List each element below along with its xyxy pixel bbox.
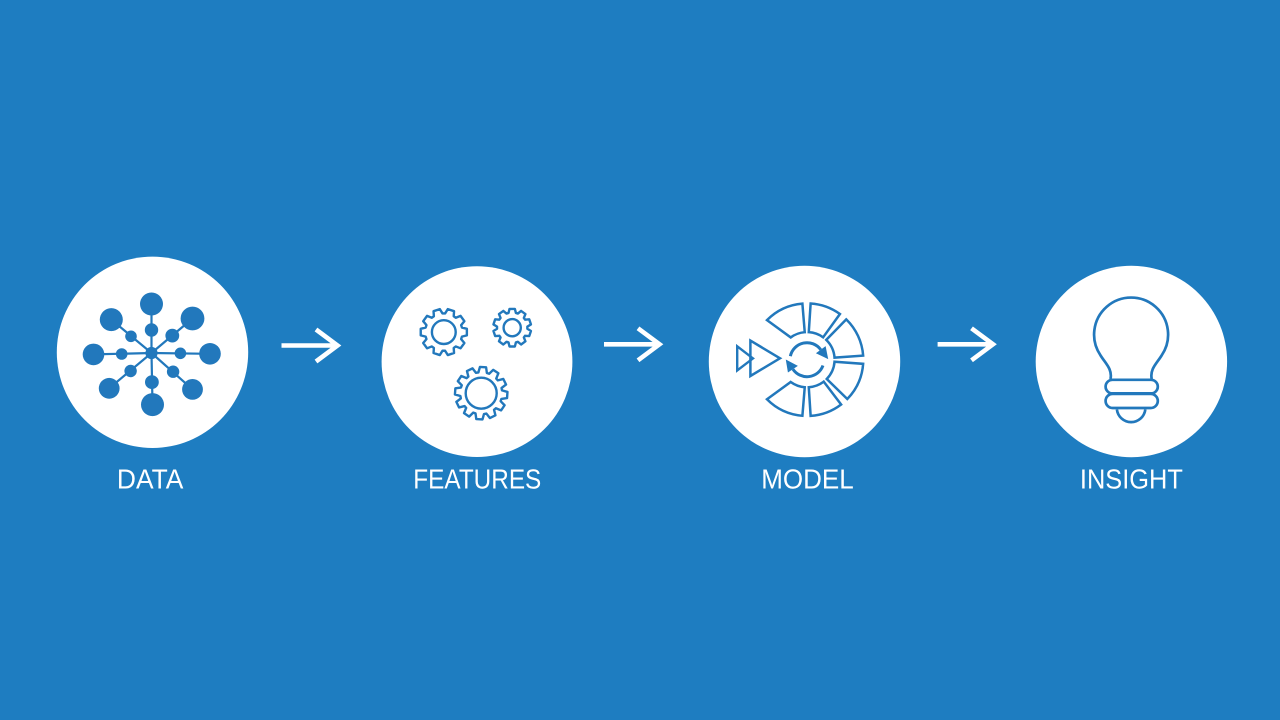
svg-text:FEATURES: FEATURES [413, 463, 541, 494]
svg-text:DATA: DATA [117, 463, 184, 494]
svg-text:INSIGHT: INSIGHT [1080, 463, 1183, 494]
svg-text:MODEL: MODEL [761, 463, 854, 494]
